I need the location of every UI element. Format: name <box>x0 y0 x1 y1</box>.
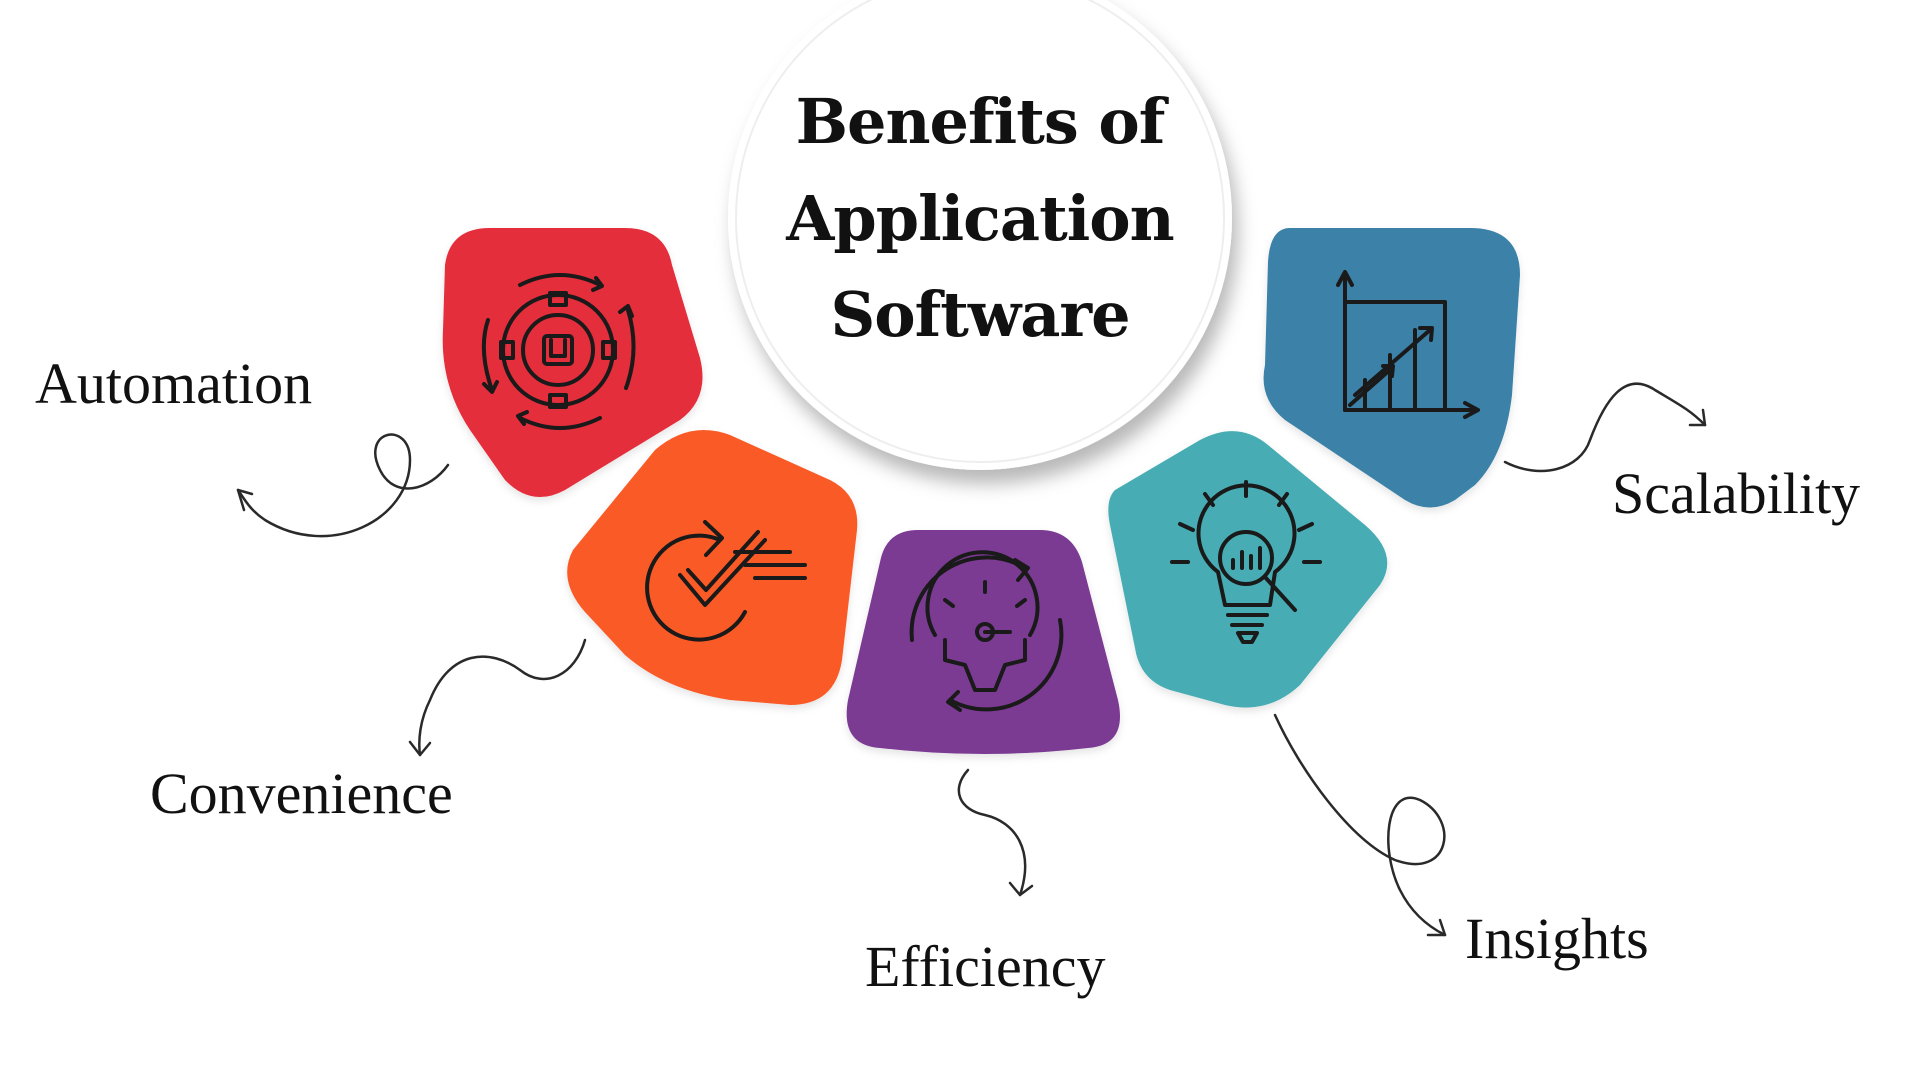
connector-arrows <box>236 382 1707 937</box>
title-line-2: Application <box>786 182 1174 255</box>
label-insights: Insights <box>1465 906 1649 971</box>
lightbulb-magnifier-icon <box>1170 480 1322 644</box>
growth-chart-icon <box>1336 270 1480 419</box>
label-convenience: Convenience <box>150 761 453 826</box>
petal-insights <box>1108 431 1388 708</box>
petal-convenience <box>567 430 858 705</box>
label-automation: Automation <box>35 351 313 416</box>
arrow-automation <box>236 433 450 538</box>
gauge-gear-icon <box>909 550 1064 712</box>
arrow-scalability <box>1503 382 1707 473</box>
arrow-convenience <box>418 638 587 757</box>
petal-efficiency <box>846 530 1120 754</box>
fast-check-icon <box>645 520 807 642</box>
label-scalability: Scalability <box>1612 461 1861 526</box>
title-line-1: Benefits of <box>795 85 1166 158</box>
label-efficiency: Efficiency <box>865 934 1106 999</box>
title-line-3: Software <box>830 278 1130 351</box>
arrow-efficiency <box>957 768 1027 897</box>
title-circle <box>728 0 1232 470</box>
arrow-insights <box>1273 713 1447 937</box>
gear-automation-icon <box>481 273 636 430</box>
